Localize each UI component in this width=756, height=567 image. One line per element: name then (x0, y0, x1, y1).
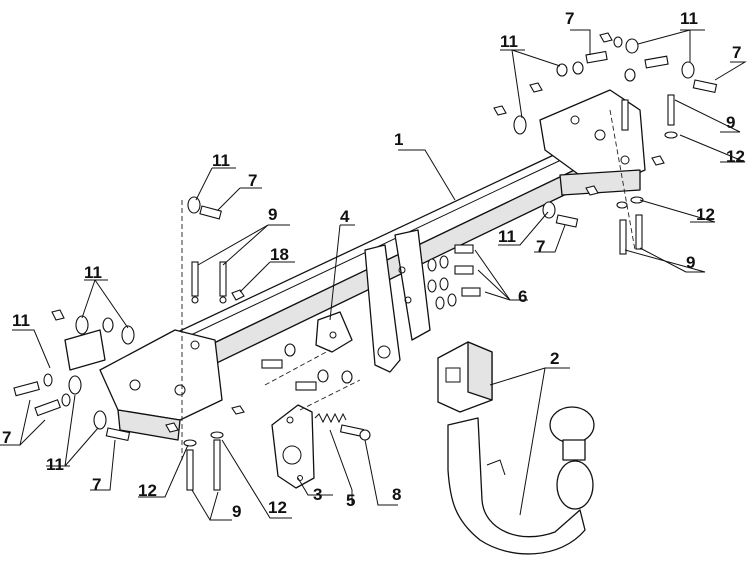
callout-11-b: 11 (84, 263, 102, 282)
callout-11-c: 11 (12, 311, 30, 330)
callout-9-c: 9 (726, 113, 735, 132)
socket-holder-3 (271, 404, 315, 489)
callout-12-a: 12 (138, 481, 157, 500)
callout-3: 3 (313, 485, 322, 504)
right-bracket (539, 89, 646, 196)
bolt-8 (339, 424, 371, 441)
callout-11-g: 11 (498, 227, 516, 246)
callout-7-b: 7 (2, 428, 11, 447)
callout-11-d: 11 (46, 455, 64, 474)
callout-6: 6 (518, 287, 527, 306)
callout-7-d: 7 (565, 9, 574, 28)
center-mount-plates (364, 229, 431, 373)
spring-5 (314, 412, 347, 424)
callout-4: 4 (340, 207, 350, 226)
callout-12-c: 12 (726, 147, 745, 166)
callout-12-d: 12 (696, 205, 715, 224)
electrical-module-2 (437, 341, 493, 413)
callout-7-a: 7 (248, 171, 257, 190)
callout-9-d: 9 (686, 253, 695, 272)
callout-9-a: 9 (268, 205, 277, 224)
callout-2: 2 (550, 349, 559, 368)
assembly-guide-lines (181, 109, 636, 460)
ball-neck-2 (447, 406, 595, 555)
callout-7-f: 7 (536, 237, 545, 256)
socket-plate-4 (315, 311, 353, 353)
callout-11-f: 11 (500, 32, 518, 51)
leader-lines (0, 29, 747, 521)
callout-7-e: 7 (732, 43, 741, 62)
callout-8: 8 (392, 485, 401, 504)
callout-12-b: 12 (268, 498, 287, 517)
callout-18: 18 (270, 245, 289, 264)
callout-11-e: 11 (680, 9, 698, 28)
fasteners (13, 32, 718, 491)
callout-labels: 1 2 3 4 5 6 8 11 7 9 18 11 11 7 11 7 12 … (2, 9, 745, 521)
left-bracket (64, 329, 223, 441)
callout-1: 1 (394, 130, 403, 149)
callout-5: 5 (346, 491, 355, 510)
callout-9-b: 9 (232, 502, 241, 521)
callout-11-a: 11 (212, 151, 230, 170)
callout-7-c: 7 (92, 475, 101, 494)
